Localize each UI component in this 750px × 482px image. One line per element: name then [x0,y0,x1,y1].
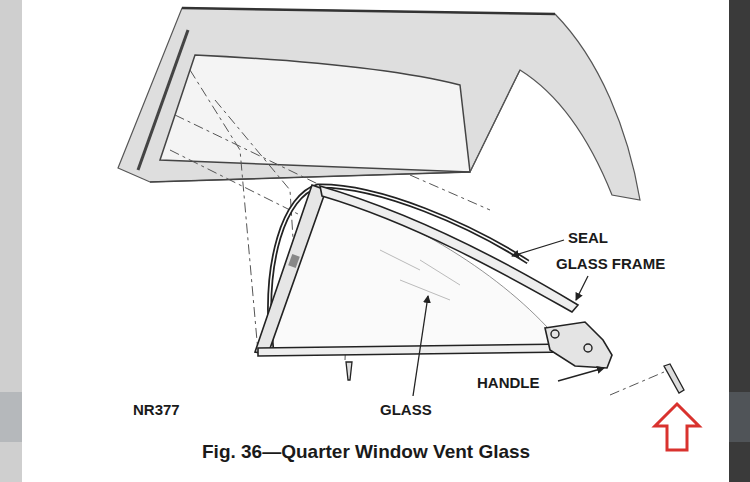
part-label: SEAL [568,229,608,247]
figure-code: NR377 [133,401,180,419]
figure-caption: Fig. 36—Quarter Window Vent Glass [202,441,530,463]
part-label: GLASS FRAME [556,255,665,273]
part-label: HANDLE [477,374,540,392]
part-label: GLASS [380,401,432,419]
